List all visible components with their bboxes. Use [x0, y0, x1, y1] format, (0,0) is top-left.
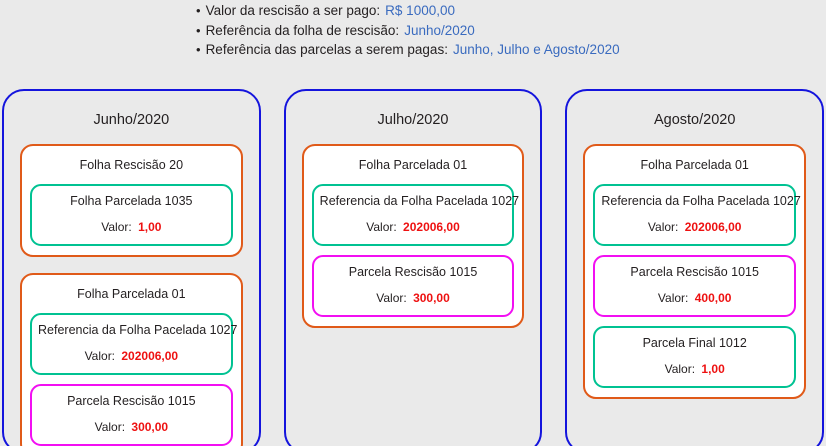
note-label: Referência das parcelas a serem pagas: — [205, 42, 448, 57]
sub-card-title: Parcela Rescisão 1015 — [348, 265, 478, 279]
sub-card-title: Referencia da Folha Pacelada 1027 — [38, 323, 238, 337]
sub-card: Referencia da Folha Pacelada 1027 Valor:… — [30, 313, 238, 375]
value-label: Valor: — [657, 291, 689, 305]
value-amount: 202006,00 — [403, 220, 460, 234]
sub-card-value-row: Valor: 202006,00 — [601, 210, 788, 235]
bullet-icon: • — [196, 42, 201, 57]
sub-card: Parcela Rescisão 1015 Valor: 300,00 — [311, 255, 515, 317]
sub-card-value-row: Valor: 202006,00 — [38, 339, 225, 364]
note-value: Junho, Julho e Agosto/2020 — [452, 42, 620, 57]
value-amount: 400,00 — [694, 291, 732, 305]
note-value: Junho/2020 — [404, 22, 475, 38]
group-card: Folha Rescisão 20 Folha Parcelada 1035 V… — [20, 144, 243, 257]
bullet-icon: • — [196, 22, 201, 38]
value-label: Valor: — [84, 349, 116, 363]
bullet-icon: • — [196, 3, 201, 18]
sub-card: Parcela Final 1012 Valor: 1,00 — [593, 326, 797, 388]
sub-card: Referencia da Folha Pacelada 1027 Valor:… — [311, 184, 520, 246]
sub-card: Referencia da Folha Pacelada 1027 Valor:… — [593, 184, 801, 246]
value-label: Valor: — [664, 362, 696, 376]
month-panel-agosto: Agosto/2020 Folha Parcelada 01 Referenci… — [565, 89, 825, 446]
value-label: Valor: — [101, 220, 132, 234]
sub-card: Folha Parcelada 1035 Valor: 1,00 — [30, 184, 233, 246]
value-amount: 300,00 — [413, 291, 450, 305]
value-label: Valor: — [647, 220, 679, 234]
note-line: • Referência das parcelas a serem pagas:… — [196, 40, 816, 60]
sub-card-title: Parcela Final 1012 — [642, 336, 747, 350]
note-line: • Valor da rescisão a ser pago: R$ 1000,… — [196, 1, 816, 21]
note-value: R$ 1000,00 — [385, 3, 455, 18]
sub-card-title: Referencia da Folha Pacelada 1027 — [319, 194, 520, 208]
value-label: Valor: — [94, 420, 126, 434]
month-panel-julho: Julho/2020 Folha Parcelada 01 Referencia… — [283, 89, 543, 446]
note-label: Valor da rescisão a ser pago: — [205, 3, 381, 18]
sub-card-title: Referencia da Folha Pacelada 1027 — [601, 194, 801, 208]
group-title: Folha Parcelada 01 — [640, 158, 749, 172]
header-notes: • Valor da rescisão a ser pago: R$ 1000,… — [196, 1, 816, 60]
value-amount: 1,00 — [138, 220, 162, 234]
note-label: Referência da folha de rescisão: — [205, 22, 400, 38]
value-amount: 202006,00 — [121, 349, 179, 363]
sub-card-title: Parcela Rescisão 1015 — [67, 394, 196, 408]
panel-title: Julho/2020 — [377, 112, 449, 128]
group-card: Folha Parcelada 01 Referencia da Folha P… — [583, 144, 807, 399]
sub-card-value-row: Valor: 300,00 — [38, 410, 225, 435]
sub-card-value-row: Valor: 202006,00 — [320, 210, 507, 235]
sub-card-title: Folha Parcelada 1035 — [70, 194, 193, 208]
value-amount: 300,00 — [131, 420, 169, 434]
month-panel-row: Junho/2020 Folha Rescisão 20 Folha Parce… — [0, 89, 826, 446]
group-title: Folha Parcelada 01 — [358, 158, 468, 172]
value-label: Valor: — [366, 220, 397, 234]
panel-title: Junho/2020 — [93, 112, 170, 128]
sub-card: Parcela Rescisão 1015 Valor: 300,00 — [30, 384, 233, 446]
group-card: Folha Parcelada 01 Referencia da Folha P… — [20, 273, 243, 446]
month-panel-junho: Junho/2020 Folha Rescisão 20 Folha Parce… — [2, 89, 261, 446]
group-title: Folha Parcelada 01 — [77, 287, 186, 301]
value-amount: 202006,00 — [684, 220, 742, 234]
group-title: Folha Rescisão 20 — [79, 158, 184, 172]
sub-card-value-row: Valor: 1,00 — [601, 352, 788, 377]
sub-card-title: Parcela Rescisão 1015 — [630, 265, 759, 279]
panel-title: Agosto/2020 — [653, 112, 736, 128]
note-line: • Referência da folha de rescisão: Junho… — [196, 21, 816, 41]
group-card: Folha Parcelada 01 Referencia da Folha P… — [301, 144, 525, 328]
sub-card-value-row: Valor: 300,00 — [320, 281, 507, 306]
value-label: Valor: — [376, 291, 407, 305]
sub-card-value-row: Valor: 1,00 — [38, 210, 225, 235]
value-amount: 1,00 — [701, 362, 725, 376]
sub-card-value-row: Valor: 400,00 — [601, 281, 788, 306]
sub-card: Parcela Rescisão 1015 Valor: 400,00 — [593, 255, 797, 317]
